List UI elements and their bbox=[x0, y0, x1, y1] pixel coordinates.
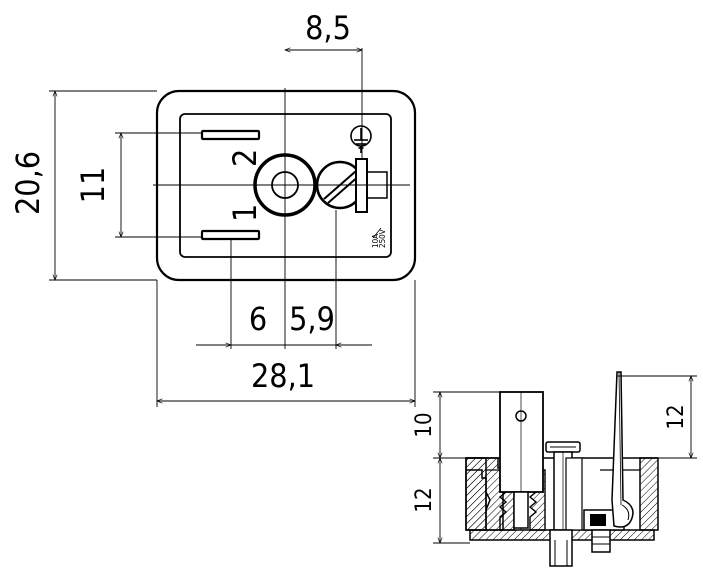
connector-face bbox=[179, 113, 392, 258]
dim-ground-height: 12 bbox=[664, 404, 689, 429]
ground-pin bbox=[611, 371, 634, 528]
side-extension-lines bbox=[433, 375, 697, 544]
flat-contact-blade bbox=[499, 391, 544, 493]
dim-ground-offset: 8,5 bbox=[305, 9, 351, 47]
earth-contact-blade bbox=[355, 158, 368, 213]
rating-current: 10A bbox=[371, 234, 380, 248]
flat-contact-foot bbox=[513, 491, 529, 529]
top-view: 10A 250V 2 1 bbox=[9, 9, 417, 407]
screw-tip bbox=[549, 529, 573, 567]
ground-symbol-icon bbox=[350, 125, 372, 153]
pin-label-1: 1 bbox=[226, 204, 264, 222]
housing-section-right-wall bbox=[639, 457, 659, 531]
dim-body-height: 12 bbox=[412, 487, 437, 512]
dim-left-offset: 6 bbox=[249, 300, 267, 338]
dim-pin-spacing: 11 bbox=[74, 167, 112, 204]
housing-outline bbox=[155, 89, 417, 282]
extension-lines bbox=[49, 90, 416, 407]
housing-section-left-wall bbox=[465, 457, 487, 531]
pin-label-2: 2 bbox=[226, 149, 264, 167]
rating-divider bbox=[372, 227, 382, 239]
contact-slot-1 bbox=[200, 229, 261, 241]
contact-slot-2 bbox=[200, 129, 261, 141]
side-view: 10 12 12 bbox=[412, 371, 697, 567]
side-dimension-lines bbox=[437, 375, 694, 544]
screw-spacer bbox=[565, 457, 583, 531]
dim-width-total: 28,1 bbox=[251, 357, 315, 395]
rating-voltage: 250V bbox=[378, 229, 387, 248]
dim-contact-height: 10 bbox=[412, 412, 437, 437]
dim-height-total: 20,6 bbox=[9, 151, 47, 215]
terminal-screw-side bbox=[591, 529, 611, 553]
center-lines bbox=[153, 48, 410, 349]
terminal-clamp bbox=[590, 514, 606, 526]
dim-right-offset: 5,9 bbox=[289, 300, 335, 338]
dimension-lines bbox=[52, 47, 416, 404]
